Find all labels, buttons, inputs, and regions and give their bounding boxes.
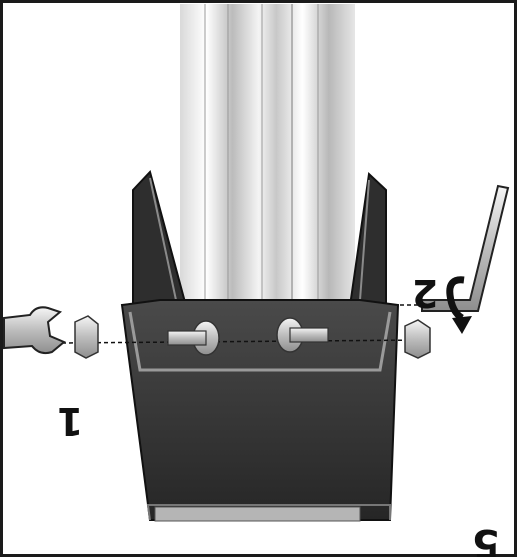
step-one-label: 1	[57, 399, 83, 443]
figure-number-label: 5	[472, 520, 500, 557]
bolt-axis-line	[61, 339, 426, 344]
bracket-base	[120, 299, 400, 522]
hex-key-icon	[421, 184, 510, 312]
bolt-icon	[167, 320, 220, 356]
bolt-icon	[276, 317, 329, 353]
nut-icon	[404, 319, 431, 359]
nut-icon	[74, 315, 99, 359]
pole-extrusion	[180, 4, 355, 356]
rotation-arrow-icon	[446, 276, 472, 334]
wrench-icon	[3, 306, 66, 355]
step-two-label: 2	[412, 271, 438, 315]
